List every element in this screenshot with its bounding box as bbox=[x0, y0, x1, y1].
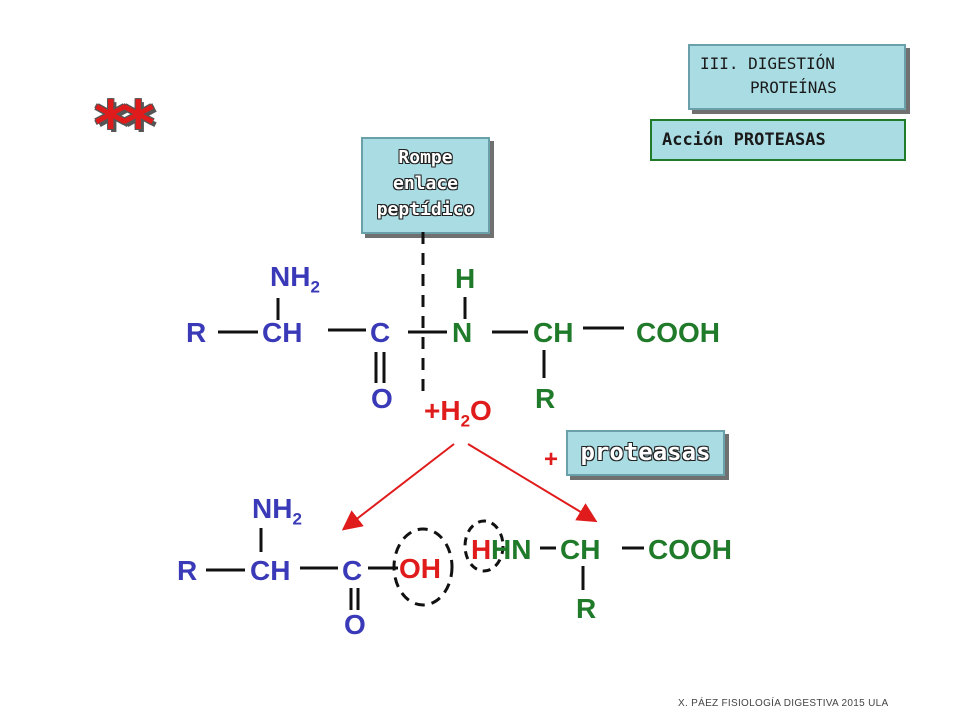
water-formula: +H2O bbox=[424, 396, 492, 437]
bottom-h-red: H bbox=[471, 534, 492, 565]
top-ch-left: CH bbox=[262, 317, 303, 348]
star-marks: ** bbox=[94, 89, 155, 163]
bottom-oh: OH bbox=[399, 553, 441, 584]
bottom-cooh: COOH bbox=[648, 534, 732, 565]
bottom-r-bottom: R bbox=[576, 593, 597, 624]
callout-line1: Rompe bbox=[398, 147, 453, 168]
water-plus-h: +H bbox=[424, 395, 461, 426]
callout-line2: enlace bbox=[392, 173, 459, 194]
bottom-r-left: R bbox=[177, 555, 198, 586]
section-title-line1: III. DIGESTIÓN bbox=[700, 54, 835, 73]
arrow-right bbox=[467, 443, 598, 523]
oh-dashed-circle bbox=[392, 527, 454, 607]
bottom-nh2-nh: NH bbox=[252, 493, 293, 524]
top-o: O bbox=[371, 383, 393, 414]
top-r-bottom: R bbox=[535, 383, 556, 414]
top-cooh: COOH bbox=[636, 317, 720, 348]
bottom-c: C bbox=[342, 555, 363, 586]
top-nh2-sub: 2 bbox=[310, 277, 320, 297]
bottom-nh2-sub: 2 bbox=[292, 509, 302, 529]
top-h: H bbox=[455, 263, 476, 294]
bottom-o: O bbox=[344, 609, 366, 640]
footer-credit: X. PÁEZ FISIOLOGÍA DIGESTIVA 2015 ULA bbox=[678, 698, 889, 709]
section-title-line2: PROTEÍNAS bbox=[750, 78, 837, 97]
top-r-left: R bbox=[186, 317, 207, 348]
top-nh2: NH2 bbox=[270, 262, 320, 303]
water-o: O bbox=[470, 395, 492, 426]
water-sub: 2 bbox=[460, 411, 471, 431]
top-c: C bbox=[370, 317, 391, 348]
bottom-nh2: NH2 bbox=[252, 494, 302, 535]
subtitle-text: Acción PROTEASAS bbox=[662, 130, 826, 150]
enzyme-box: proteasas bbox=[566, 430, 725, 476]
enzyme-label: proteasas bbox=[580, 438, 711, 466]
arrow-left bbox=[341, 443, 455, 531]
h-dashed-circle bbox=[463, 519, 505, 573]
section-title-box: III. DIGESTIÓN PROTEÍNAS bbox=[688, 44, 906, 110]
callout-line3: peptídico bbox=[376, 199, 475, 220]
top-n: N bbox=[452, 317, 473, 348]
bottom-ch-left: CH bbox=[250, 555, 291, 586]
subtitle-box: Acción PROTEASAS bbox=[650, 119, 906, 161]
enzyme-plus: + bbox=[544, 446, 559, 473]
top-ch-right: CH bbox=[533, 317, 574, 348]
callout-box: Rompe enlace peptídico bbox=[361, 137, 490, 234]
top-nh2-nh: NH bbox=[270, 261, 311, 292]
bottom-hn: HN bbox=[491, 534, 532, 565]
bottom-ch-right: CH bbox=[560, 534, 601, 565]
